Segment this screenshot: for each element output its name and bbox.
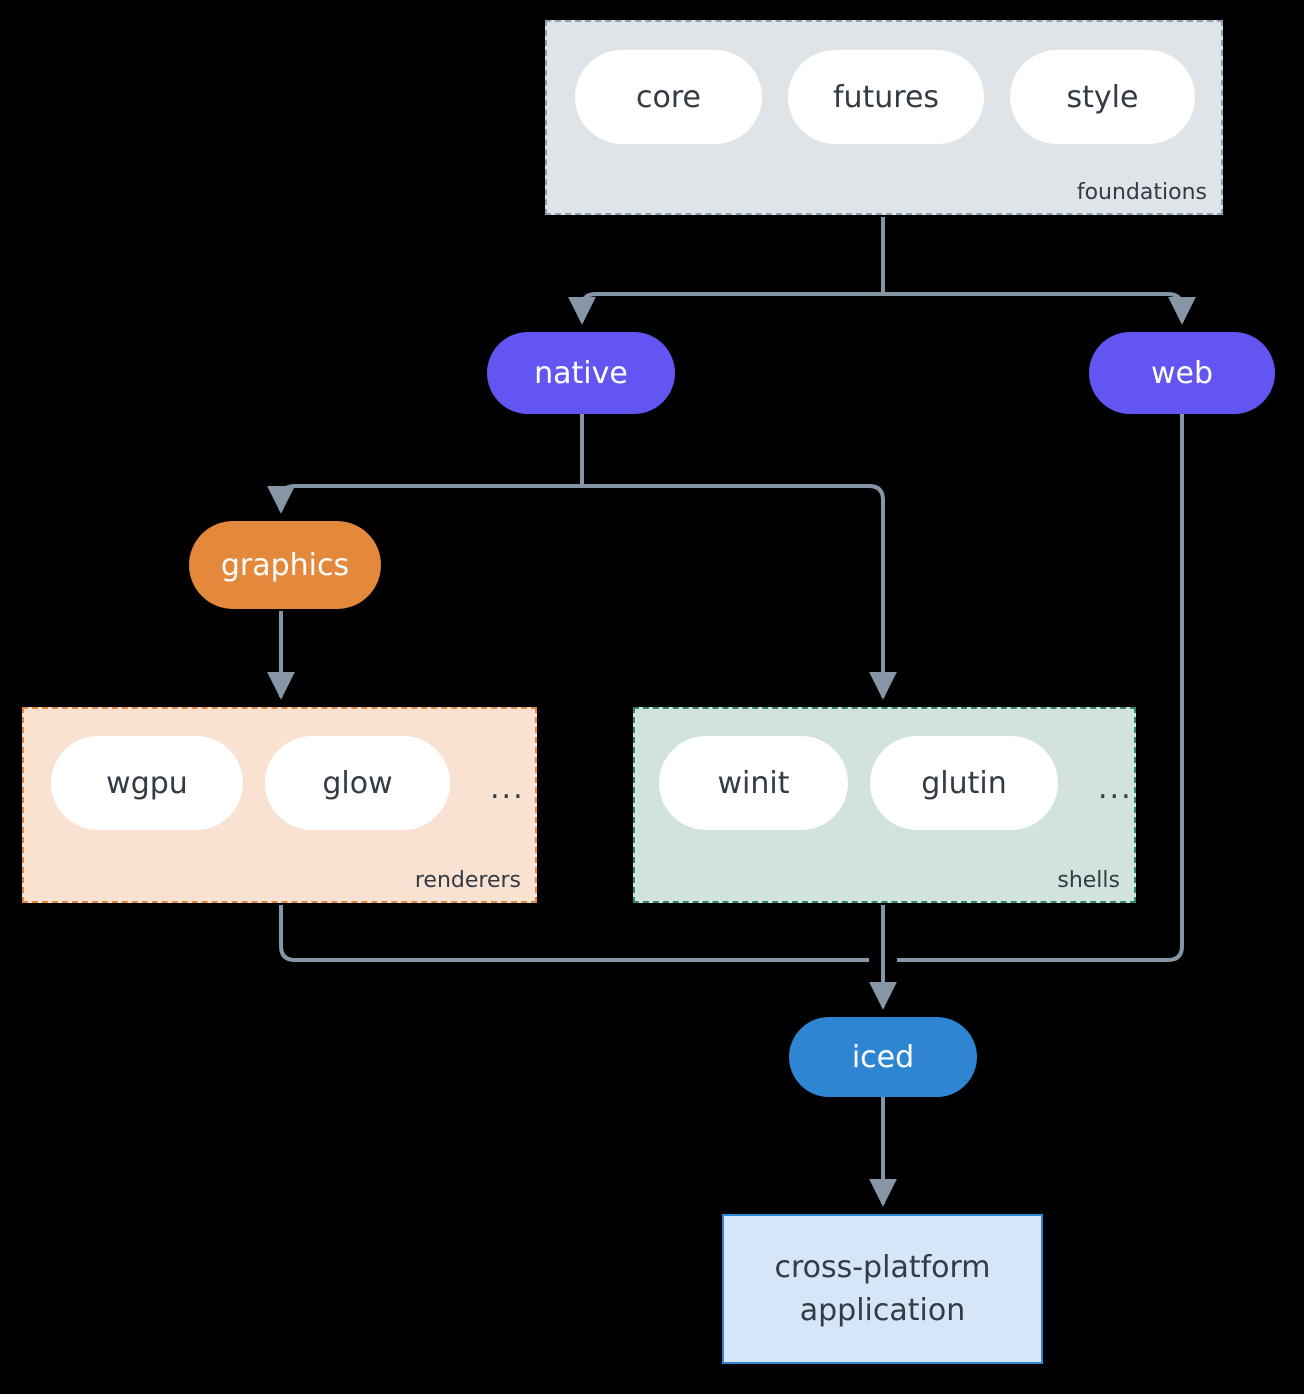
- edge-renderers-merge: [279, 905, 869, 962]
- node-native[interactable]: native: [487, 332, 675, 414]
- pill-glow[interactable]: glow: [265, 736, 450, 830]
- edge-native-graphics: [267, 484, 582, 514]
- renderers-pill-row: wgpu glow ...: [51, 736, 525, 830]
- group-label-foundations: foundations: [1076, 180, 1207, 205]
- pill-winit[interactable]: winit: [659, 736, 848, 830]
- pill-glutin[interactable]: glutin: [870, 736, 1058, 830]
- edge-foundations-web: [883, 292, 1196, 325]
- group-renderers: wgpu glow ... renderers: [22, 707, 537, 903]
- renderers-ellipsis: ...: [490, 771, 525, 806]
- node-web[interactable]: web: [1089, 332, 1275, 414]
- group-shells: winit glutin ... shells: [633, 707, 1136, 903]
- group-label-shells: shells: [1057, 868, 1120, 893]
- application-label-wrapper: cross-platform application: [774, 1246, 990, 1333]
- node-iced[interactable]: iced: [789, 1017, 977, 1097]
- pill-core[interactable]: core: [575, 50, 762, 144]
- application-label-line1: cross-platform: [774, 1249, 991, 1285]
- application-label-line2: application: [799, 1293, 966, 1328]
- pill-futures[interactable]: futures: [788, 50, 984, 144]
- node-graphics[interactable]: graphics: [189, 521, 381, 609]
- foundations-pill-row: core futures style: [575, 50, 1221, 144]
- group-foundations: core futures style foundations: [545, 20, 1223, 215]
- shells-pill-row: winit glutin ...: [659, 736, 1133, 830]
- pill-style[interactable]: style: [1010, 50, 1195, 144]
- pill-wgpu[interactable]: wgpu: [51, 736, 243, 830]
- edge-foundations-native: [568, 292, 883, 325]
- node-cross-platform-application[interactable]: cross-platform application: [722, 1214, 1043, 1364]
- shells-ellipsis: ...: [1098, 771, 1133, 806]
- edge-native-shells: [582, 484, 897, 700]
- group-label-renderers: renderers: [414, 868, 521, 893]
